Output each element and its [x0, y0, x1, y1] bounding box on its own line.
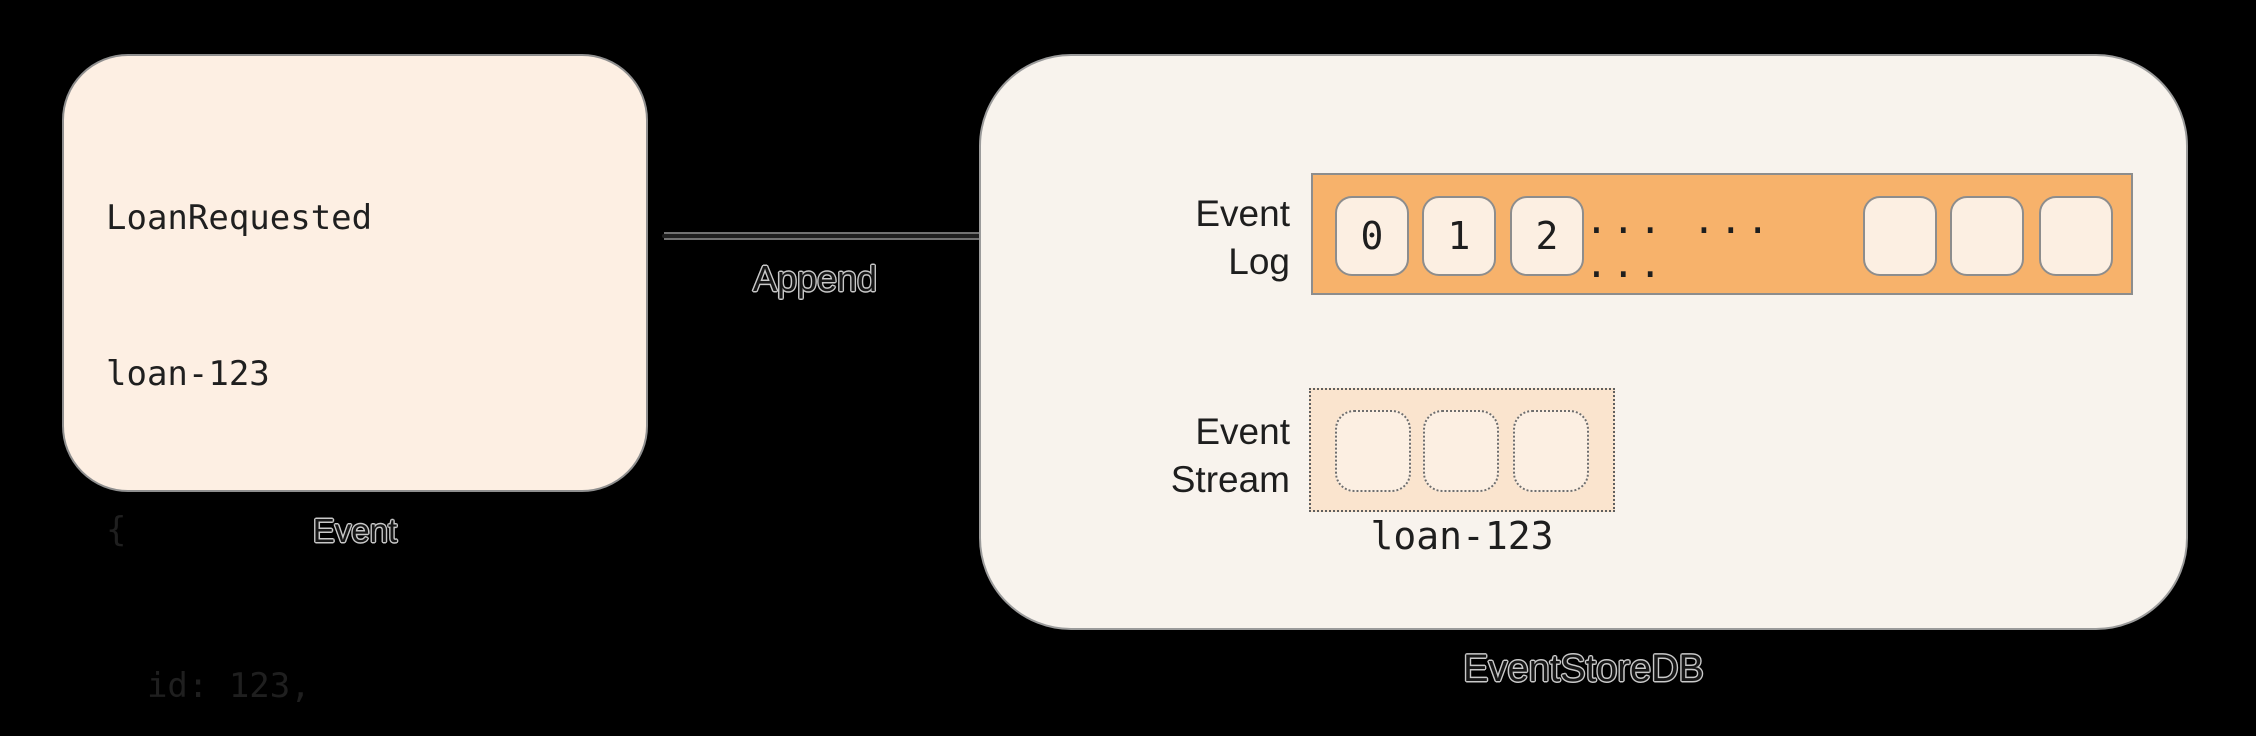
event-stream-label-line2: Stream: [1170, 459, 1290, 500]
log-ellipsis: ... ... ...: [1585, 198, 1774, 286]
event-stream-box: [1309, 388, 1615, 512]
log-cell-1-number: 1: [1447, 214, 1471, 258]
log-cell-0-number: 0: [1360, 214, 1384, 258]
event-stream-label-line1: Event: [1195, 411, 1290, 452]
event-log-label-line2: Log: [1228, 241, 1290, 282]
stream-name: loan-123: [1370, 514, 1554, 558]
eventstoredb-caption: EventStoreDB: [1463, 648, 1704, 690]
log-cell-1: 1: [1422, 196, 1496, 276]
event-log-label-line1: Event: [1195, 193, 1290, 234]
log-cell-empty: [1863, 196, 1937, 276]
eventstoredb-container: [979, 54, 2188, 630]
log-cell-empty: [2039, 196, 2113, 276]
code-line: {: [106, 510, 127, 550]
event-code: LoanRequested loan-123 { id: 123, amount…: [106, 88, 577, 736]
event-stream-label: Event Stream: [1060, 408, 1290, 504]
code-line: id: 123,: [106, 666, 311, 706]
event-log-label: Event Log: [1080, 190, 1290, 286]
code-line: loan-123: [106, 354, 270, 394]
stream-cell: [1423, 410, 1499, 492]
log-cell-empty: [1950, 196, 2024, 276]
log-cell-2: 2: [1510, 196, 1584, 276]
log-cell-2-number: 2: [1535, 214, 1559, 258]
code-line: LoanRequested: [106, 198, 373, 238]
event-card-caption: Event: [312, 512, 398, 549]
event-log-bar: 0 1 2 ... ... ...: [1311, 173, 2133, 295]
log-cell-0: 0: [1335, 196, 1409, 276]
stream-cell: [1513, 410, 1589, 492]
stream-cell: [1335, 410, 1411, 492]
append-label: Append: [752, 258, 878, 299]
event-card: LoanRequested loan-123 { id: 123, amount…: [62, 54, 648, 706]
